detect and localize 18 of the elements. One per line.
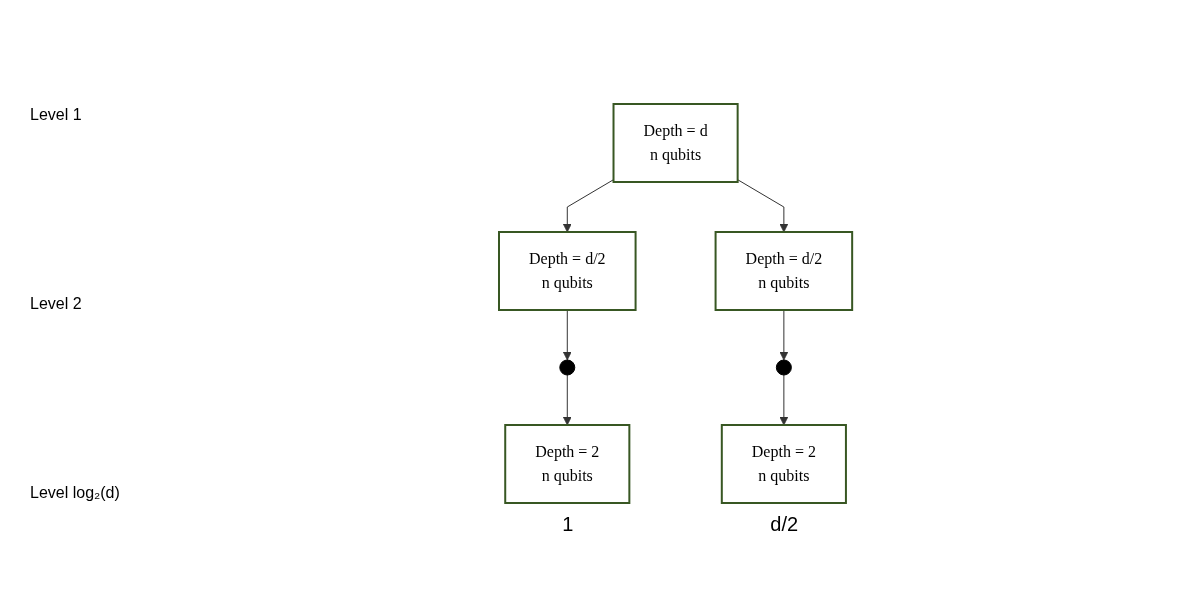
node-ellipsis	[559, 359, 576, 376]
node-caption: d/2	[770, 513, 799, 536]
level-label: Level log₂(d)	[30, 483, 120, 502]
node-box: Depth = d/2 n qubits	[715, 231, 854, 311]
level-label: Level 2	[30, 294, 82, 313]
arrow	[779, 374, 789, 426]
node-box: Depth = 2 n qubits	[504, 424, 631, 504]
node-caption: 1	[562, 513, 574, 536]
node-box: Depth = d n qubits	[612, 103, 740, 183]
node-box: Depth = d/2 n qubits	[498, 231, 637, 311]
arrow	[563, 309, 573, 361]
node-ellipsis	[776, 359, 793, 376]
arrow	[779, 309, 789, 361]
node-box: Depth = 2 n qubits	[721, 424, 848, 504]
arrow	[563, 179, 615, 233]
level-label: Level 1	[30, 105, 82, 124]
arrow	[737, 179, 789, 233]
arrow	[563, 374, 573, 426]
